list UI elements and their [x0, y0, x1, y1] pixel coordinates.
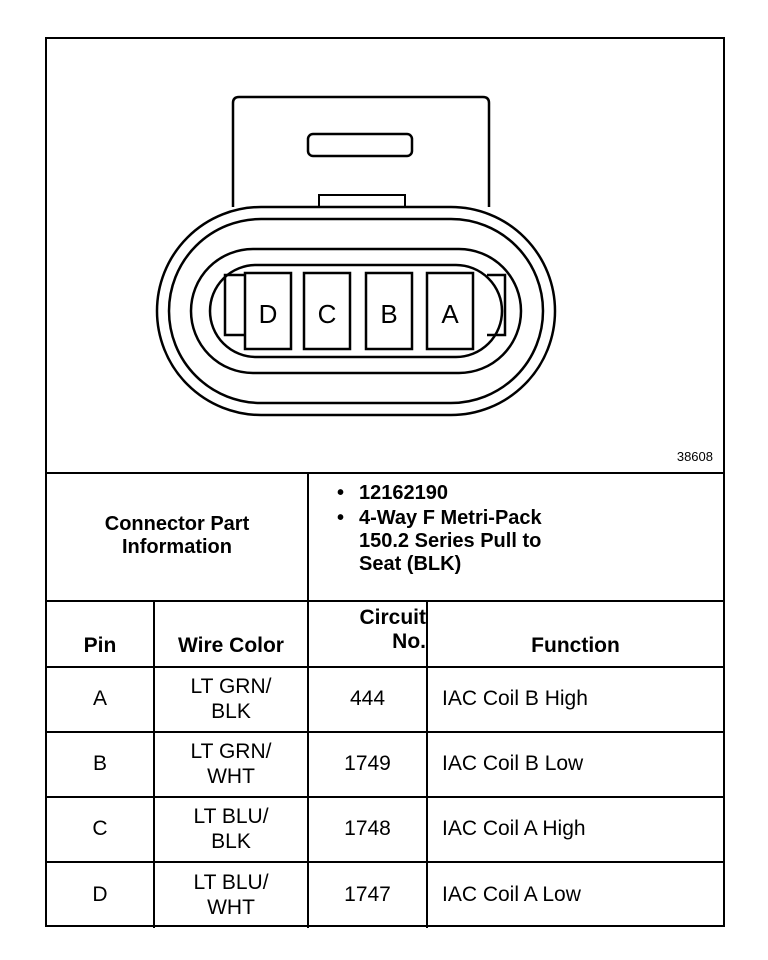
header-wire-color: Wire Color	[155, 602, 309, 668]
connector-description-line1: 4-Way F Metri-Pack	[359, 507, 542, 529]
left-key	[223, 273, 245, 337]
table-row-function: IAC Coil A Low	[442, 883, 581, 907]
table-row-function: IAC Coil A High	[428, 798, 723, 863]
terminal-b: B	[364, 271, 414, 351]
wire-color-line1: LT BLU/	[193, 805, 269, 829]
header-pin: Pin	[47, 602, 155, 668]
wire-color-line2: WHT	[207, 764, 255, 788]
table-row-function: IAC Coil B Low	[428, 733, 723, 798]
connector-description-line2: 150.2 Series Pull to	[359, 530, 542, 552]
connector-illustration: D C B A	[155, 95, 557, 417]
connector-pin-cavity	[208, 263, 504, 359]
part-number: 12162190	[337, 482, 542, 505]
table-row-pin: B	[47, 733, 155, 798]
wire-color-line1: LT GRN/	[190, 675, 272, 699]
table-row-circuit: 444	[309, 668, 428, 733]
terminal-a: A	[425, 271, 475, 351]
connector-diagram: D C B A 38608	[47, 39, 723, 474]
pin-label-b: B	[380, 299, 397, 329]
connector-info-label-line1: Connector Part	[104, 513, 250, 535]
pin-label-d: D	[259, 299, 278, 329]
wire-color-line2: BLK	[211, 829, 251, 853]
table-row-pin: A	[47, 668, 155, 733]
header-circuit-no: Circuit No.	[309, 602, 428, 668]
connector-description: 4-Way F Metri-Pack 150.2 Series Pull to …	[337, 507, 542, 576]
connector-inner-face	[189, 247, 523, 375]
table-row-wire-color: LT BLU/ BLK	[155, 798, 309, 863]
header-circuit-line1: Circuit	[359, 605, 426, 629]
wire-color-line1: LT BLU/	[193, 871, 269, 895]
table-row-circuit: 1749	[309, 733, 428, 798]
header-function: Function	[428, 602, 723, 668]
right-key	[487, 273, 507, 337]
terminal-d: D	[243, 271, 293, 351]
pin-label-c: C	[318, 299, 337, 329]
header-circuit-line2: No.	[392, 630, 426, 653]
terminal-c: C	[302, 271, 352, 351]
wire-color-line2: BLK	[211, 699, 251, 723]
table-row-circuit: 1748	[309, 798, 428, 863]
wire-color-line2: WHT	[207, 895, 255, 919]
table-row-wire-color: LT GRN/ BLK	[155, 668, 309, 733]
figure-number: 38608	[676, 449, 713, 464]
connector-document: D C B A 38608 Connector Part Information	[45, 37, 725, 928]
connector-info-label: Connector Part Information	[47, 472, 309, 602]
table-row-wire-color: LT GRN/ WHT	[155, 733, 309, 798]
pin-label-a: A	[441, 299, 459, 329]
connector-info-list: 12162190 4-Way F Metri-Pack 150.2 Series…	[309, 472, 723, 602]
table-row-circuit: 1747	[309, 863, 428, 928]
connector-description-line3: Seat (BLK)	[359, 553, 462, 575]
wire-color-line1: LT GRN/	[190, 740, 272, 764]
table-row-wire-color: LT BLU/ WHT	[155, 863, 309, 928]
pinout-table: Connector Part Information 12162190 4-Wa…	[47, 472, 723, 928]
connector-lock-tab	[231, 95, 491, 207]
table-row-function: IAC Coil B High	[428, 668, 723, 733]
connector-outer-body	[155, 205, 557, 417]
lock-window	[306, 132, 414, 158]
table-row-pin: D	[47, 863, 155, 928]
lock-latch	[318, 194, 406, 208]
connector-outer-rim	[167, 217, 545, 405]
connector-info-label-line2: Information	[122, 536, 232, 558]
table-row-pin: C	[47, 798, 155, 863]
